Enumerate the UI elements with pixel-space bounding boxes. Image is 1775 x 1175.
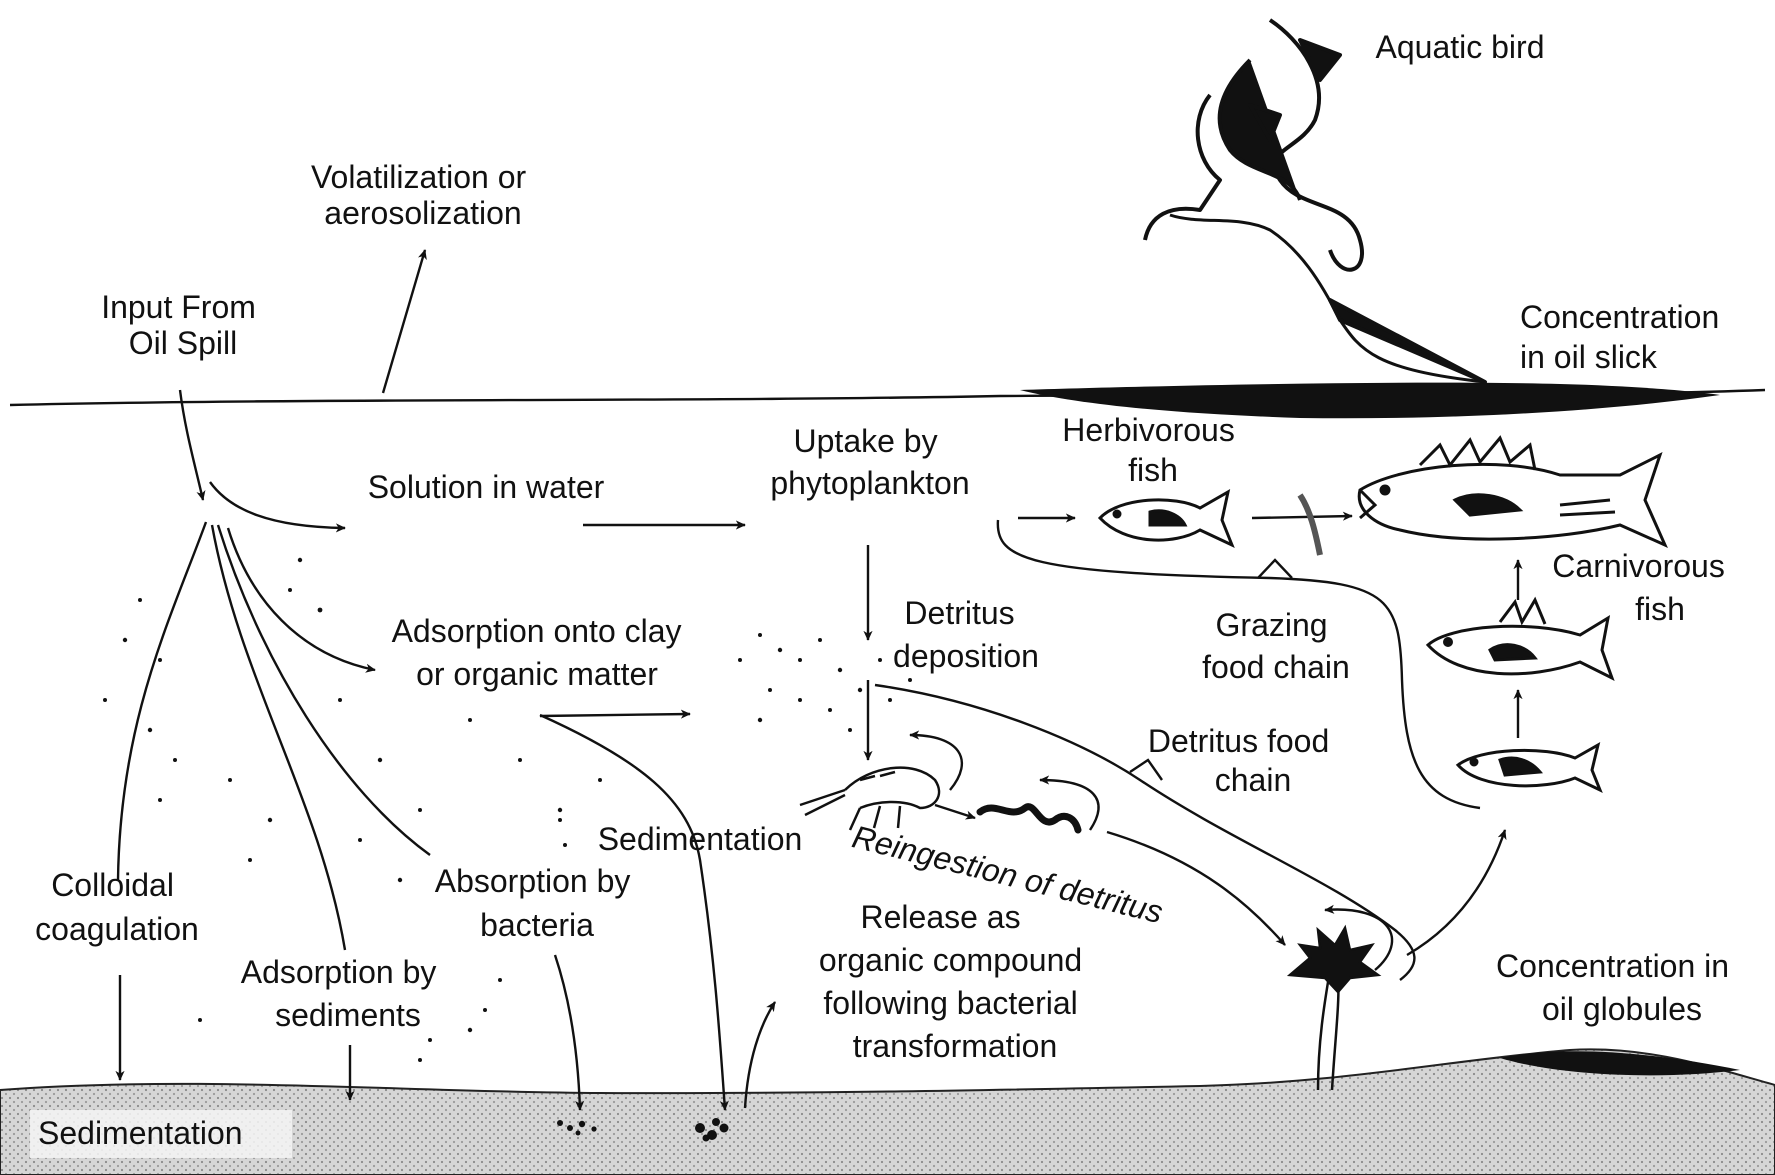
label-herbivorous-fish: Herbivorous fish <box>1062 412 1243 488</box>
arrow-adsorption-sed <box>212 525 345 950</box>
arrow-herbivore-carnivore <box>1252 516 1352 518</box>
label-carnivorous-fish: Carnivorous fish <box>1552 548 1733 627</box>
label-release: Release as organic compound following ba… <box>819 899 1091 1064</box>
label-adsorption-clay: Adsorption onto clay or organic matter <box>392 613 691 692</box>
arrow-clay-detritus <box>540 714 690 716</box>
label-solution: Solution in water <box>368 469 605 505</box>
arrow-bacteria-down <box>555 955 580 1110</box>
carnivorous-fish-icon <box>1428 600 1612 678</box>
arrow-plant-smallfish <box>1407 830 1505 955</box>
label-absorption-bacteria: Absorption by bacteria <box>435 863 640 943</box>
aquatic-bird-icon <box>1145 20 1485 382</box>
large-carnivorous-fish-icon <box>1300 438 1665 555</box>
arrow-volatilization <box>383 250 425 393</box>
arrow-to-solution <box>210 482 345 528</box>
arrow-colloidal <box>118 522 206 880</box>
label-detritus-food-chain: Detritus food chain <box>1148 723 1338 798</box>
label-uptake: Uptake by phytoplankton <box>770 423 969 501</box>
label-oil-slick: Concentration in oil slick <box>1520 299 1728 375</box>
label-sedimentation-bottom: Sedimentation <box>38 1115 243 1151</box>
arrow-shrimp-worm <box>935 805 975 818</box>
grazing-bracket <box>1258 560 1292 578</box>
label-grazing-food-chain: Grazing food chain <box>1202 607 1350 685</box>
label-aquatic-bird: Aquatic bird <box>1376 29 1545 65</box>
arrow-absorption-bacteria <box>218 525 430 855</box>
label-adsorption-sediments: Adsorption by sediments <box>241 954 446 1033</box>
arrow-to-adsorption-clay <box>228 528 375 670</box>
aquatic-plant-icon <box>1290 928 1378 1090</box>
arrow-input-down <box>180 390 203 500</box>
label-input-oil-spill: Input From Oil Spill <box>101 289 265 361</box>
herbivorous-fish-icon <box>1100 492 1232 545</box>
label-sedimentation-mid: Sedimentation <box>598 821 803 857</box>
label-colloidal-coagulation: Colloidal coagulation <box>35 867 199 947</box>
small-fish-icon <box>1458 745 1600 790</box>
label-oil-globules: Concentration in oil globules <box>1496 948 1738 1027</box>
worm-icon <box>980 807 1078 830</box>
label-volatilization: Volatilization or aerosolization <box>311 159 535 231</box>
label-detritus-deposition: Detritus deposition <box>893 595 1039 674</box>
